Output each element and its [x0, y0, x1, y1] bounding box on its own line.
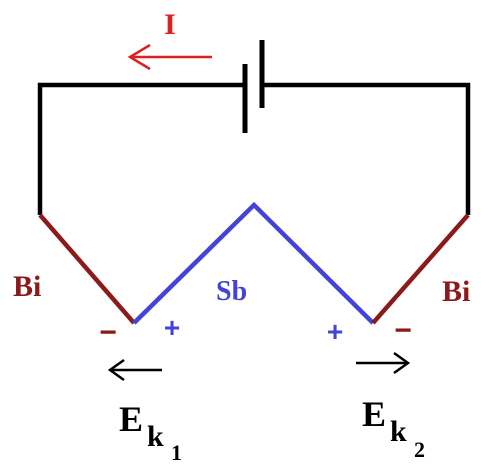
- svg-text:1: 1: [171, 440, 182, 465]
- emf-right-main: E: [362, 394, 386, 434]
- left-junction-plus: +: [164, 312, 180, 343]
- emf-left-arrow-icon: [107, 358, 162, 382]
- bismuth-label-left: Bi: [13, 270, 41, 303]
- bismuth-wire-left: [38, 213, 136, 325]
- svg-text:2: 2: [414, 437, 425, 462]
- bismuth-label-right: Bi: [442, 275, 470, 308]
- current-label: I: [164, 8, 176, 41]
- emf-left-sub: k: [147, 420, 164, 453]
- right-junction-plus: +: [327, 316, 343, 347]
- emf-right-sub: k: [390, 415, 407, 448]
- battery-icon: [242, 40, 265, 133]
- emf-right-label: E k 2: [362, 394, 425, 462]
- right-junction-minus: −: [394, 314, 412, 347]
- bismuth-wire-right: [371, 213, 470, 325]
- antimony-wire: [132, 201, 375, 325]
- svg-text:E: E: [119, 399, 143, 439]
- emf-right-index: 2: [414, 437, 425, 462]
- svg-text:k: k: [390, 415, 407, 448]
- circuit-wire: [37, 82, 471, 215]
- emf-right-arrow-icon: [356, 351, 411, 375]
- left-junction-minus: −: [99, 316, 117, 349]
- current-arrow-icon: [127, 43, 212, 71]
- emf-left-label: E k 1: [119, 399, 182, 465]
- emf-left-main: E: [119, 399, 143, 439]
- antimony-label: Sb: [216, 276, 247, 307]
- svg-text:k: k: [147, 420, 164, 453]
- emf-left-index: 1: [171, 440, 182, 465]
- svg-text:E: E: [362, 394, 386, 434]
